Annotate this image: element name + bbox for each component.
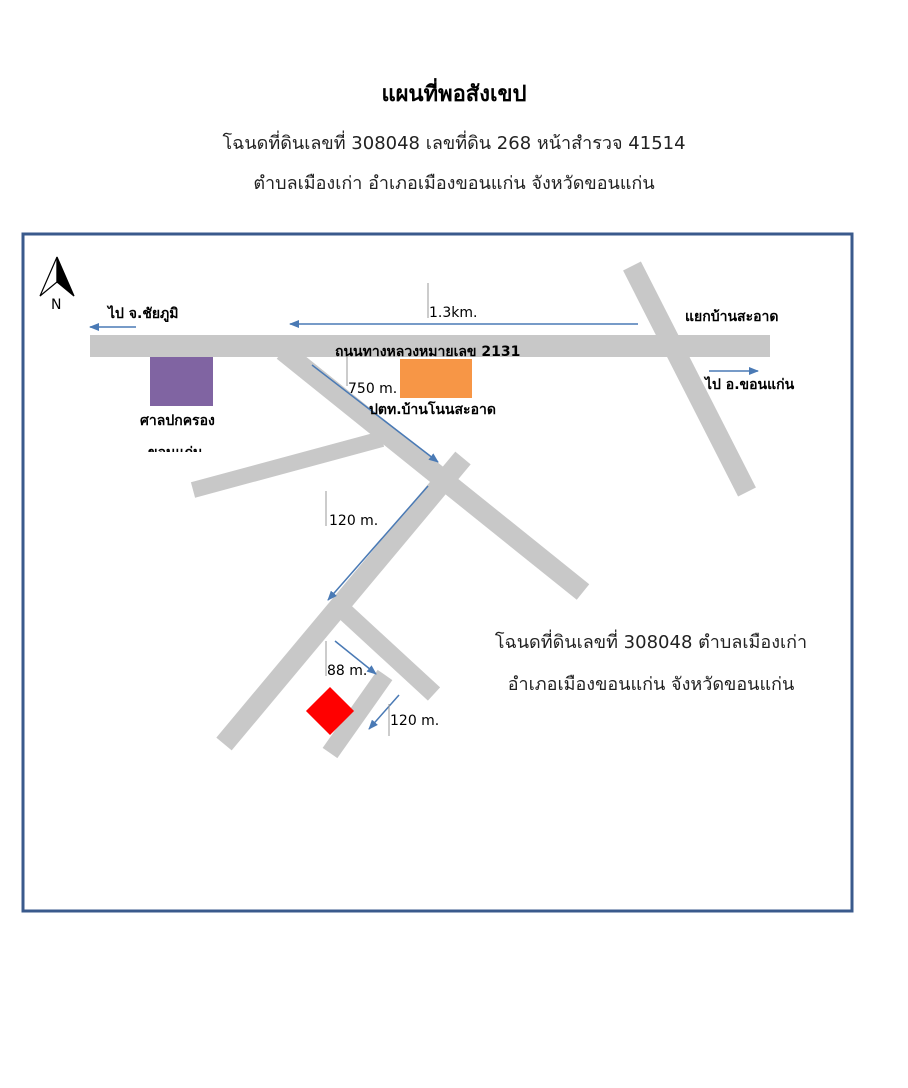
arrow-750m	[311, 364, 439, 463]
map-subtitle-deed: โฉนดที่ดินเลขที่ 308048 เลขที่ดิน 268 หน…	[222, 133, 686, 154]
label-88m: 88 m.	[327, 663, 367, 679]
label-ptt: ปตท.บ้านโนนสะอาด	[369, 400, 496, 418]
plot-description-line1: โฉนดที่ดินเลขที่ 308048 ตำบลเมืองเก่า	[495, 629, 807, 653]
label-intersection: แยกบ้านสะอาด	[685, 309, 778, 325]
north-label: N	[51, 297, 61, 313]
label-district-office: ศาลปกครอง	[140, 413, 215, 429]
district-office-marker	[150, 357, 213, 406]
north-arrow-icon	[39, 256, 75, 297]
road-ban-sa-at	[623, 261, 756, 497]
label-120m-b: 120 m.	[390, 713, 439, 729]
label-to-khonkaen: ไป อ.ขอนแก่น	[703, 375, 795, 393]
arrow-120m-b	[368, 694, 400, 730]
map-subtitle-location: ตำบลเมืองเก่า อำเภอเมืองขอนแก่น จังหวัดข…	[253, 173, 655, 194]
label-highway: ถนนทางหลวงหมายเลข 2131	[335, 344, 520, 360]
land-plot-marker	[305, 686, 355, 736]
direction-arrows	[89, 320, 759, 730]
map-title: แผนที่พอสังเขป	[381, 82, 527, 107]
arrow-120m-a	[327, 485, 429, 601]
road-soi-southwest	[216, 451, 471, 751]
road-soi-east	[338, 605, 441, 701]
label-district-office-line2: ขอนแก่น	[148, 445, 203, 461]
arrow-88m	[334, 640, 377, 675]
road-diagonal-main	[276, 343, 590, 600]
label-120m-a: 120 m.	[329, 513, 378, 529]
ptt-station-marker	[400, 359, 472, 398]
road-side-west	[190, 431, 385, 498]
label-distance-main: 1.3km.	[429, 305, 477, 321]
road-soi-short	[322, 669, 393, 759]
plot-description-line2: อำเภอเมืองขอนแก่น จังหวัดขอนแก่น	[508, 674, 795, 695]
roads	[90, 261, 770, 759]
label-750m: 750 m.	[348, 381, 397, 397]
map-frame	[21, 232, 854, 913]
leader-ticks	[325, 283, 429, 736]
label-to-chaiyaphum: ไป จ.ชัยภูมิ	[106, 304, 179, 322]
